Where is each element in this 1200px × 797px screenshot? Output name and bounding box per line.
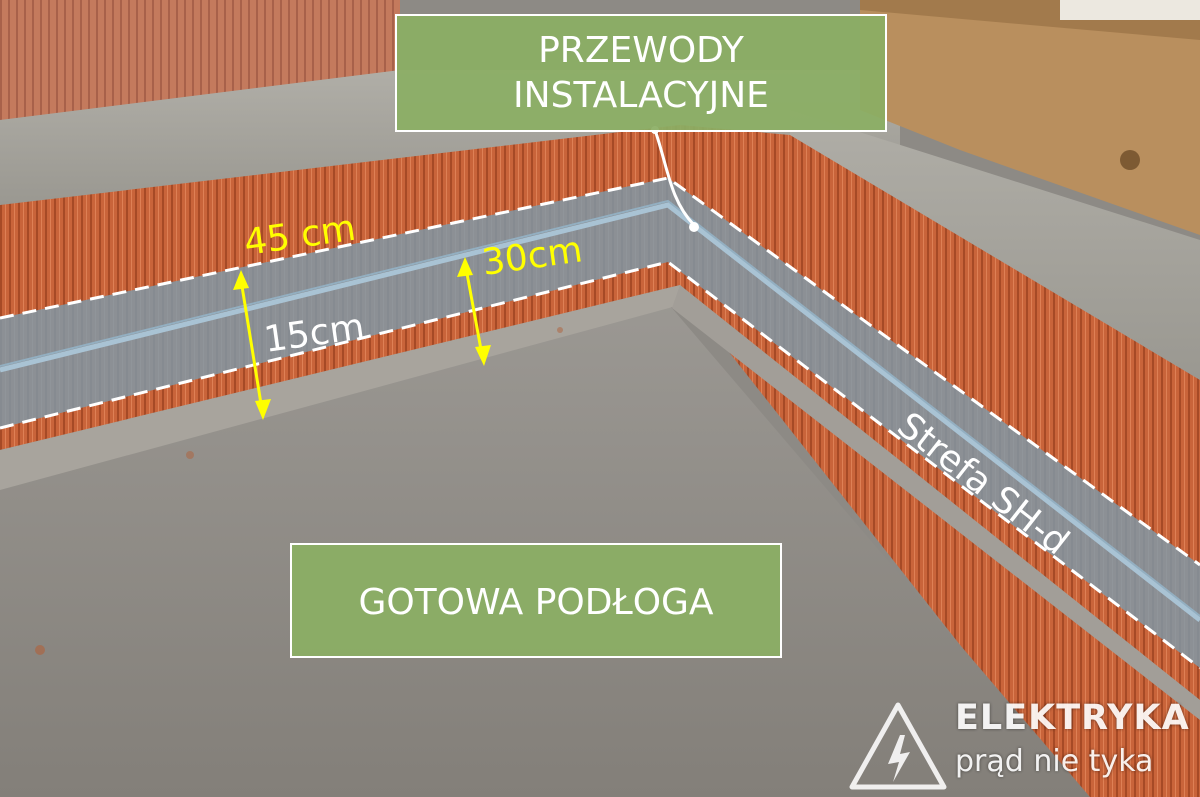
wiring-label-box: PRZEWODY INSTALACYJNE [395,14,887,132]
wooden-beam [860,0,1200,235]
high-voltage-icon [849,702,947,790]
concrete-beam-right [790,110,1200,380]
logo-title: ELEKTRYKA [955,698,1190,738]
installation-zone-band [0,178,1200,668]
wiring-label-line2: INSTALACYJNE [513,75,769,116]
floor-label: GOTOWA PODŁOGA [358,582,714,623]
wiring-label-line1: PRZEWODY [538,30,744,71]
logo-slogan: prąd nie tyka [955,744,1154,779]
dimension-arrow-30cm [457,257,491,366]
floor-label-box: GOTOWA PODŁOGA [290,543,782,658]
dimension-arrow-45cm [233,270,271,420]
wiring-leader-line [653,129,696,227]
installation-cable [0,202,1200,622]
zone-lower-boundary [0,260,1200,670]
